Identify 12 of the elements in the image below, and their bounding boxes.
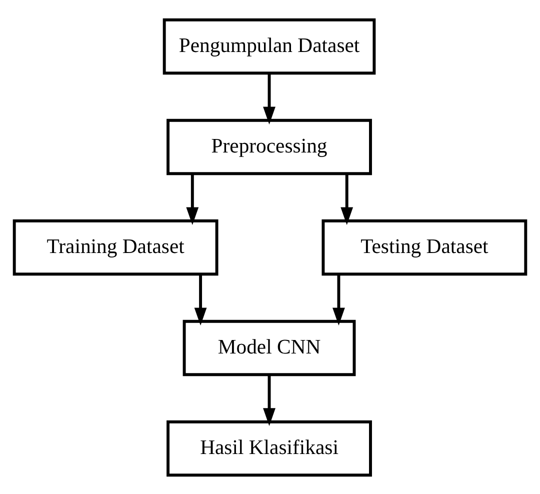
arrow (332, 274, 345, 325)
node-box: Pengumpulan Dataset (162, 18, 376, 74)
node-box: Model CNN (182, 319, 356, 376)
node-box: Hasil Klasifikasi (166, 420, 372, 476)
node-box: Preprocessing (166, 118, 372, 175)
node-box: Training Dataset (12, 218, 218, 276)
node-box: Testing Dataset (322, 218, 528, 276)
arrow (186, 173, 199, 224)
arrow (263, 374, 276, 426)
arrow (263, 72, 276, 124)
arrow (340, 173, 354, 224)
arrow (194, 274, 207, 325)
